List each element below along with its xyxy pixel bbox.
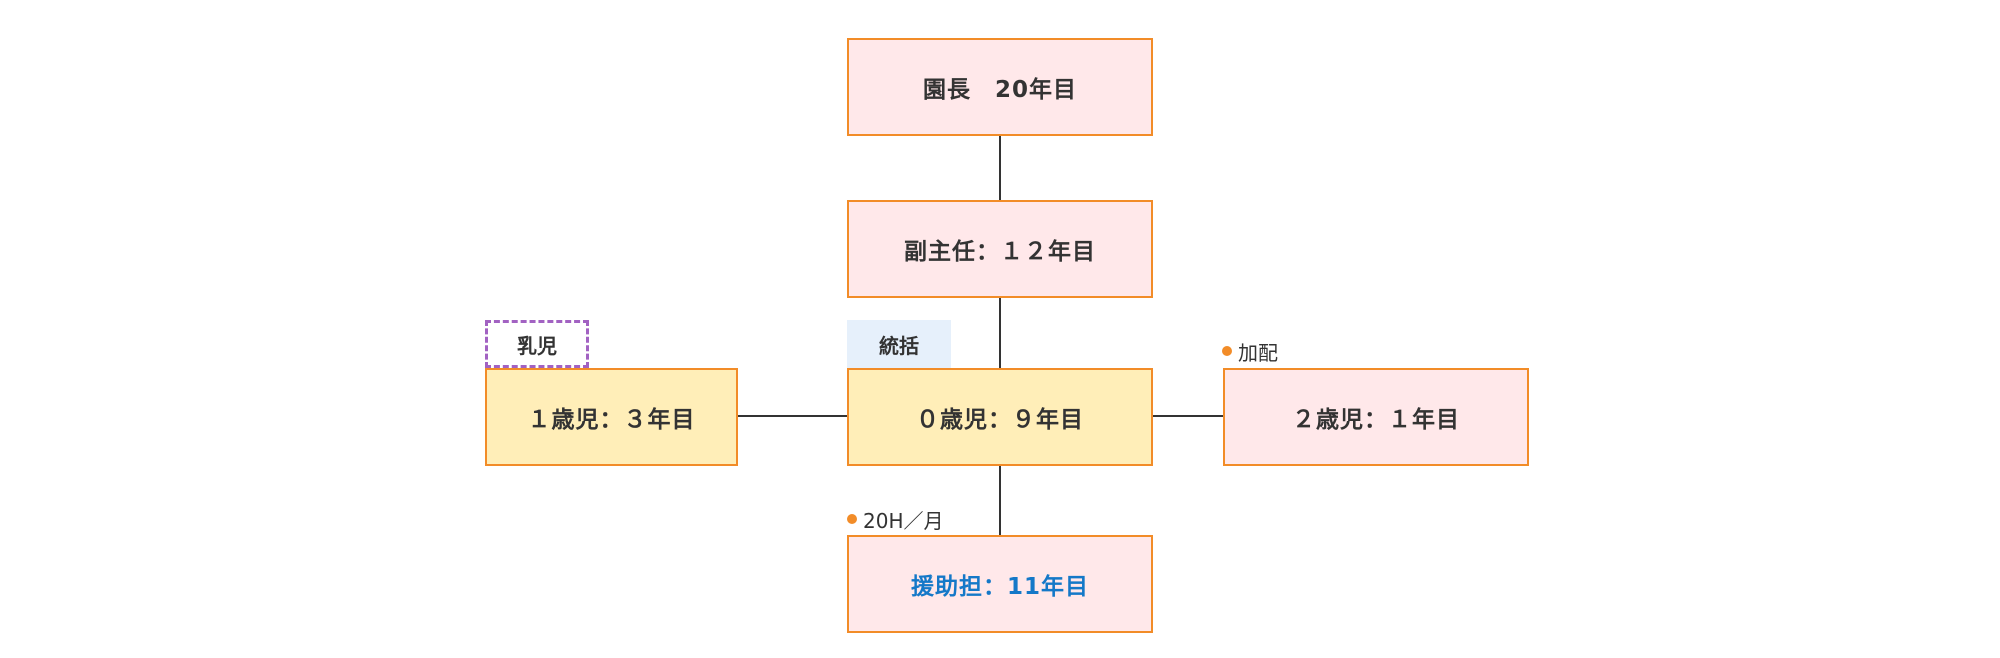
node-vice-chief[interactable]: 副主任：１２年目 [847, 200, 1153, 298]
node-director-label: 園長 20年目 [922, 77, 1077, 103]
node-vice-chief-label: 副主任：１２年目 [904, 239, 1096, 265]
tag-infant-label: 乳児 [517, 333, 557, 358]
note-extra-staff: 加配 [1222, 337, 1278, 365]
node-age0[interactable]: ０歳児：９年目 [847, 368, 1153, 466]
bullet-icon [847, 514, 857, 524]
node-age0-label: ０歳児：９年目 [916, 407, 1084, 433]
node-age2[interactable]: ２歳児：１年目 [1223, 368, 1529, 466]
note-extra-staff-label: 加配 [1238, 340, 1278, 365]
note-hours-label: 20H／月 [863, 508, 944, 533]
node-support-label: 援助担：11年目 [910, 574, 1089, 600]
node-age1[interactable]: １歳児：３年目 [485, 368, 738, 466]
node-age1-label: １歳児：３年目 [527, 407, 696, 433]
tag-oversight: 統括 [847, 320, 951, 368]
tag-infant: 乳児 [485, 320, 589, 368]
node-director[interactable]: 園長 20年目 [847, 38, 1153, 136]
note-hours: 20H／月 [847, 505, 944, 533]
node-age2-label: ２歳児：１年目 [1292, 407, 1460, 433]
node-support[interactable]: 援助担：11年目 [847, 535, 1153, 633]
tag-oversight-label: 統括 [879, 333, 919, 358]
bullet-icon [1222, 346, 1232, 356]
